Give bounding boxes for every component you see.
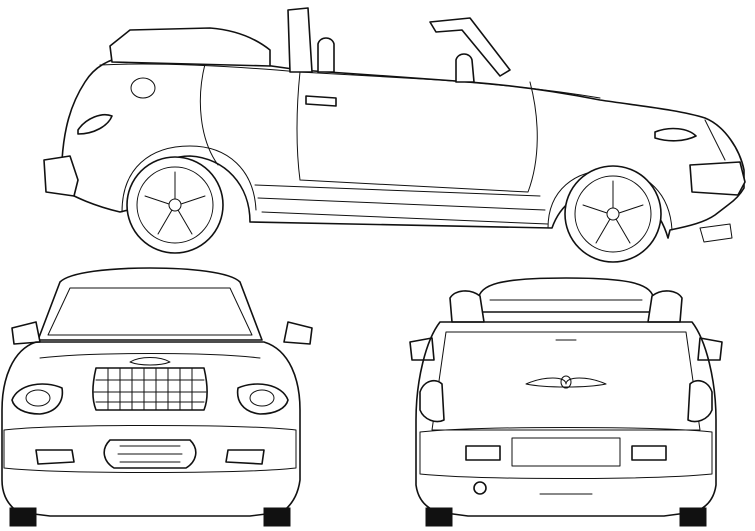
front-right-tire: [263, 507, 291, 527]
rear-bumper: [419, 427, 713, 479]
side-body-outline: [61, 55, 745, 239]
front-right-lamp-inner: [249, 389, 275, 407]
front-left-mirror: [11, 321, 41, 345]
rear-emblem: [525, 375, 607, 389]
rear-exhaust: [473, 481, 487, 495]
front-right-mirror: [283, 321, 313, 345]
front-bumper: [3, 425, 297, 473]
side-rear-panel: [199, 63, 219, 166]
front-body-outline: [1, 341, 301, 517]
side-rocker-line: [254, 184, 549, 225]
side-view: [43, 7, 746, 263]
front-left-lamp-inner: [25, 389, 51, 407]
rear-right-tail-lamp: [687, 379, 713, 423]
rear-left-reflector: [465, 445, 501, 461]
side-front-wheel: [564, 165, 662, 263]
front-grille: [92, 367, 208, 411]
side-fog-lamp: [699, 223, 733, 243]
side-folded-top: [109, 27, 271, 67]
rear-plate-recess: [511, 437, 621, 467]
front-right-fog: [225, 449, 265, 465]
side-tail-lamp: [77, 114, 113, 135]
side-door-handle: [305, 95, 337, 107]
side-headlamp: [654, 127, 697, 142]
rear-roll-bar: [477, 277, 655, 313]
side-grille-edge: [704, 119, 726, 161]
front-left-headlamp: [11, 383, 64, 415]
rear-right-seat: [647, 290, 683, 323]
side-windshield-frame: [429, 17, 511, 77]
rear-body-outline: [415, 321, 717, 517]
front-intake-slats: [117, 445, 183, 463]
rear-left-seat: [449, 290, 485, 323]
side-seat-front: [455, 53, 475, 83]
rear-left-mirror: [409, 337, 435, 361]
front-right-headlamp: [236, 383, 289, 415]
rear-trunk-lid: [431, 331, 701, 431]
side-seat-rear: [317, 37, 335, 73]
side-rear-wheel: [126, 156, 224, 254]
side-door-line: [296, 71, 538, 193]
rear-right-tire: [679, 507, 707, 527]
rear-right-mirror: [697, 337, 723, 361]
side-fuel-cap: [130, 77, 156, 99]
side-rear-bumper: [43, 155, 79, 197]
front-emblem: [129, 357, 171, 366]
front-left-tire: [9, 507, 37, 527]
rear-left-tail-lamp: [419, 379, 445, 423]
front-glass: [47, 287, 253, 336]
front-left-fog: [35, 449, 75, 465]
side-rear-arch: [121, 145, 257, 213]
rear-left-tire: [425, 507, 453, 527]
front-view: [1, 267, 313, 527]
rear-right-reflector: [631, 445, 667, 461]
side-front-bumper: [689, 161, 746, 196]
side-roll-bar: [287, 7, 313, 73]
front-windshield: [37, 267, 263, 341]
front-hood-line: [39, 353, 261, 359]
side-belt-line: [99, 63, 601, 99]
rear-view: [409, 277, 723, 527]
